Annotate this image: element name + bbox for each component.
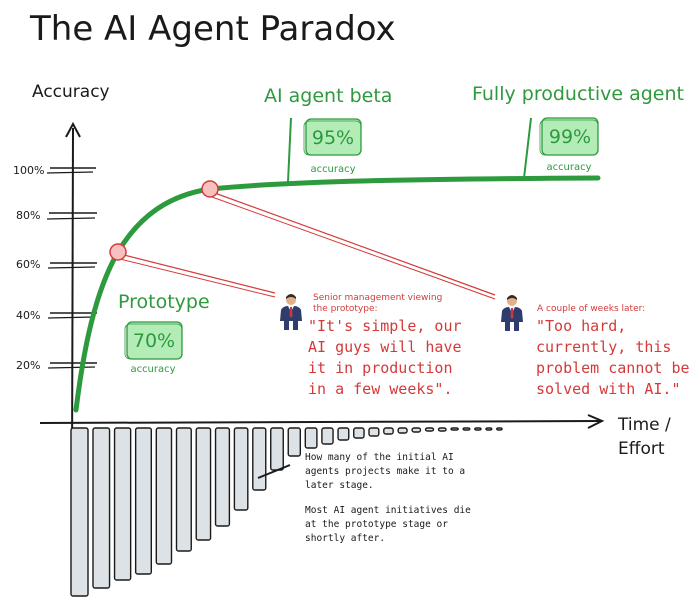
attrition-bar xyxy=(383,427,394,435)
attrition-bar xyxy=(485,427,493,431)
beta-marker-line xyxy=(287,117,292,183)
attrition-bar xyxy=(474,427,482,431)
beta-label: AI agent beta xyxy=(264,85,392,107)
attrition-bar xyxy=(462,427,471,431)
productive-value: 99% xyxy=(549,126,591,148)
beta-unit: accuracy xyxy=(310,164,355,175)
note-line-4: Most AI agent initiatives die xyxy=(305,505,471,516)
attrition-bar xyxy=(134,427,152,575)
management-quote-4: in a few weeks". xyxy=(308,380,453,398)
management-quote-2: AI guys will have xyxy=(308,338,462,356)
x-axis-label-effort: Effort xyxy=(618,439,665,459)
attrition-bar xyxy=(437,427,447,432)
y-tick-100: 100% xyxy=(13,164,44,177)
attrition-bar xyxy=(450,427,459,431)
beta-value: 95% xyxy=(312,127,354,149)
attrition-bar xyxy=(113,427,132,581)
y-axis-label: Accuracy xyxy=(32,82,110,102)
attrition-bar xyxy=(287,427,302,457)
attrition-bar xyxy=(397,427,408,434)
productive-box xyxy=(539,117,599,156)
attrition-bar xyxy=(270,427,284,471)
later-quote-3: problem cannot be xyxy=(536,359,690,377)
note-line-2: agents projects make it to a xyxy=(305,466,465,477)
management-caption-1: Senior management viewing xyxy=(313,293,442,303)
attrition-bar xyxy=(496,427,503,431)
attrition-bar xyxy=(195,427,212,541)
attrition-bar xyxy=(92,427,111,589)
connector-prototype xyxy=(119,253,276,298)
prototype-value: 70% xyxy=(133,330,175,352)
note-line-3: later stage. xyxy=(305,480,374,491)
attrition-bar xyxy=(155,427,173,565)
businessman-icon xyxy=(501,295,523,331)
y-axis xyxy=(65,121,81,471)
productive-unit: accuracy xyxy=(546,162,591,173)
attrition-bar xyxy=(368,427,380,437)
attrition-bar xyxy=(70,427,89,597)
note-pointer xyxy=(257,464,291,479)
later-quote-1: "Too hard, xyxy=(536,317,626,335)
beta-box xyxy=(303,118,362,156)
management-quote-3: it in production xyxy=(308,359,453,377)
attrition-bar xyxy=(411,427,422,433)
attrition-bar xyxy=(424,427,435,432)
x-axis-label-time: Time / xyxy=(617,415,671,435)
attrition-bar xyxy=(337,427,350,441)
prototype-point xyxy=(109,243,127,261)
later-caption: A couple of weeks later: xyxy=(537,304,645,314)
attrition-bar xyxy=(304,427,318,449)
businessman-icon xyxy=(280,294,302,330)
accuracy-curve xyxy=(73,175,601,413)
later-quote-4: solved with AI." xyxy=(536,380,681,398)
y-tick-40: 40% xyxy=(16,309,40,322)
page-title: The AI Agent Paradox xyxy=(29,9,396,49)
attrition-bars xyxy=(70,427,503,597)
prototype-unit: accuracy xyxy=(130,364,175,375)
y-tick-20: 20% xyxy=(16,359,40,372)
later-quote-2: currently, this xyxy=(536,338,671,356)
productive-marker-line xyxy=(523,117,532,179)
breakdown-point xyxy=(201,180,219,198)
attrition-bar xyxy=(321,427,334,445)
prototype-box xyxy=(124,321,183,360)
y-tick-60: 60% xyxy=(16,258,40,271)
management-quote-1: "It's simple, our xyxy=(308,317,462,335)
management-caption-2: the prototype: xyxy=(313,304,378,314)
attrition-bar xyxy=(252,427,267,491)
productive-label: Fully productive agent xyxy=(472,83,684,105)
attrition-bar xyxy=(175,427,192,552)
x-axis xyxy=(39,414,605,429)
note-line-1: How many of the initial AI xyxy=(305,452,454,463)
prototype-label: Prototype xyxy=(118,291,210,313)
attrition-bar xyxy=(353,427,365,439)
attrition-bar xyxy=(233,427,249,511)
y-ticks xyxy=(46,167,97,369)
y-tick-80: 80% xyxy=(16,209,40,222)
note-line-6: shortly after. xyxy=(305,533,385,544)
attrition-bar xyxy=(214,427,231,527)
connector-later xyxy=(211,191,496,300)
note-line-5: at the prototype stage or xyxy=(305,519,448,530)
